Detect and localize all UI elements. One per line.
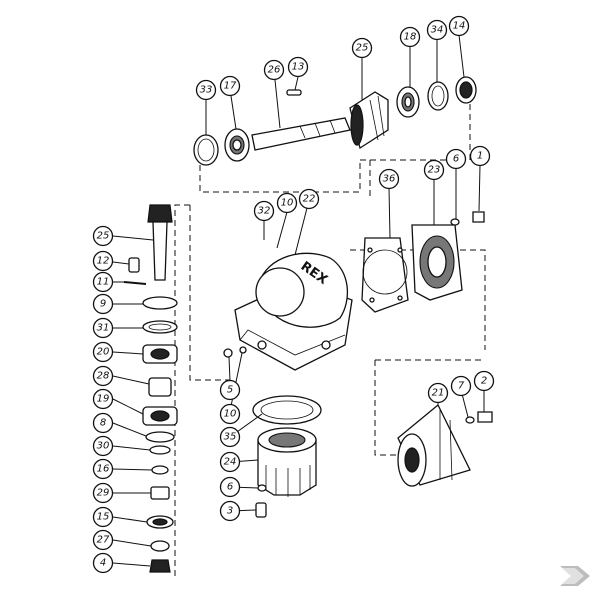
svg-text:10: 10: [281, 198, 294, 209]
svg-text:9: 9: [100, 299, 106, 310]
callout-5: 5: [219, 379, 241, 401]
svg-text:25: 25: [356, 43, 369, 54]
shaft-group-parts: [193, 76, 477, 166]
callout-23: 23: [423, 159, 445, 181]
pinion-stack-parts: [123, 204, 178, 573]
svg-text:1: 1: [477, 151, 483, 162]
svg-text:20: 20: [97, 347, 110, 358]
callout-28: 28: [92, 365, 114, 387]
svg-text:7: 7: [458, 381, 465, 392]
svg-text:35: 35: [224, 432, 237, 443]
callout-21: 21: [427, 382, 449, 404]
svg-text:18: 18: [404, 32, 417, 43]
callout-26: 26: [263, 59, 285, 81]
svg-text:8: 8: [100, 418, 106, 429]
svg-text:11: 11: [97, 277, 110, 288]
callout-10-top: 10: [276, 192, 298, 214]
callout-6-top: 6: [445, 148, 467, 170]
callout-32: 32: [253, 200, 275, 222]
callout-25-left: 25: [92, 225, 114, 247]
main-gear-housing: REX: [234, 252, 353, 371]
svg-text:19: 19: [97, 394, 110, 405]
callout-7: 7: [450, 375, 472, 397]
callout-29: 29: [92, 482, 114, 504]
callout-22: 22: [298, 188, 320, 210]
callout-31: 31: [92, 317, 114, 339]
svg-text:30: 30: [97, 441, 110, 452]
callout-34: 34: [426, 19, 448, 41]
svg-text:34: 34: [431, 25, 444, 36]
svg-text:16: 16: [97, 464, 110, 475]
callout-33: 33: [195, 79, 217, 101]
callout-30: 30: [92, 435, 114, 457]
callout-35: 35: [219, 426, 241, 448]
svg-text:21: 21: [432, 388, 445, 399]
callout-14: 14: [448, 15, 470, 37]
callout-10-mid: 10: [219, 403, 241, 425]
svg-text:26: 26: [268, 65, 281, 76]
svg-text:29: 29: [97, 488, 110, 499]
svg-text:28: 28: [97, 371, 110, 382]
callout-27: 27: [92, 529, 114, 551]
svg-text:22: 22: [303, 194, 316, 205]
svg-text:3: 3: [227, 506, 233, 517]
lower-housing-parts: [223, 346, 322, 518]
svg-text:32: 32: [258, 206, 271, 217]
callout-25-top: 25: [351, 37, 373, 59]
callout-9: 9: [92, 293, 114, 315]
callout-20: 20: [92, 341, 114, 363]
callout-15: 15: [92, 506, 114, 528]
svg-text:33: 33: [200, 85, 213, 96]
svg-text:5: 5: [227, 385, 233, 396]
svg-text:31: 31: [97, 323, 110, 334]
svg-text:17: 17: [224, 81, 237, 92]
callout-3: 3: [219, 500, 241, 522]
svg-text:27: 27: [97, 535, 110, 546]
svg-text:6: 6: [227, 482, 233, 493]
svg-text:6: 6: [453, 154, 459, 165]
svg-text:25: 25: [97, 231, 110, 242]
callout-17: 17: [219, 75, 241, 97]
callout-19: 19: [92, 388, 114, 410]
callout-4: 4: [92, 552, 114, 574]
svg-text:36: 36: [383, 174, 396, 185]
callout-16: 16: [92, 458, 114, 480]
callout-2: 2: [473, 370, 495, 392]
svg-text:13: 13: [292, 62, 305, 73]
flange-parts: [361, 211, 485, 313]
svg-text:15: 15: [97, 512, 110, 523]
svg-text:23: 23: [428, 165, 441, 176]
svg-text:12: 12: [97, 256, 110, 267]
svg-text:10: 10: [224, 409, 237, 420]
callout-12: 12: [92, 250, 114, 272]
callout-1: 1: [469, 145, 491, 167]
callout-36: 36: [378, 168, 400, 190]
callout-18: 18: [399, 26, 421, 48]
svg-text:4: 4: [100, 558, 106, 569]
callout-13: 13: [287, 56, 309, 78]
assembly-outlines: [174, 92, 486, 580]
callout-24: 24: [219, 451, 241, 473]
rear-cover-parts: [397, 403, 493, 487]
callout-11: 11: [92, 271, 114, 293]
svg-text:14: 14: [453, 21, 466, 32]
svg-text:2: 2: [481, 376, 487, 387]
brand-logo-icon: [560, 566, 590, 586]
callout-6-bottom: 6: [219, 476, 241, 498]
svg-text:24: 24: [224, 457, 237, 468]
callout-8: 8: [92, 412, 114, 434]
